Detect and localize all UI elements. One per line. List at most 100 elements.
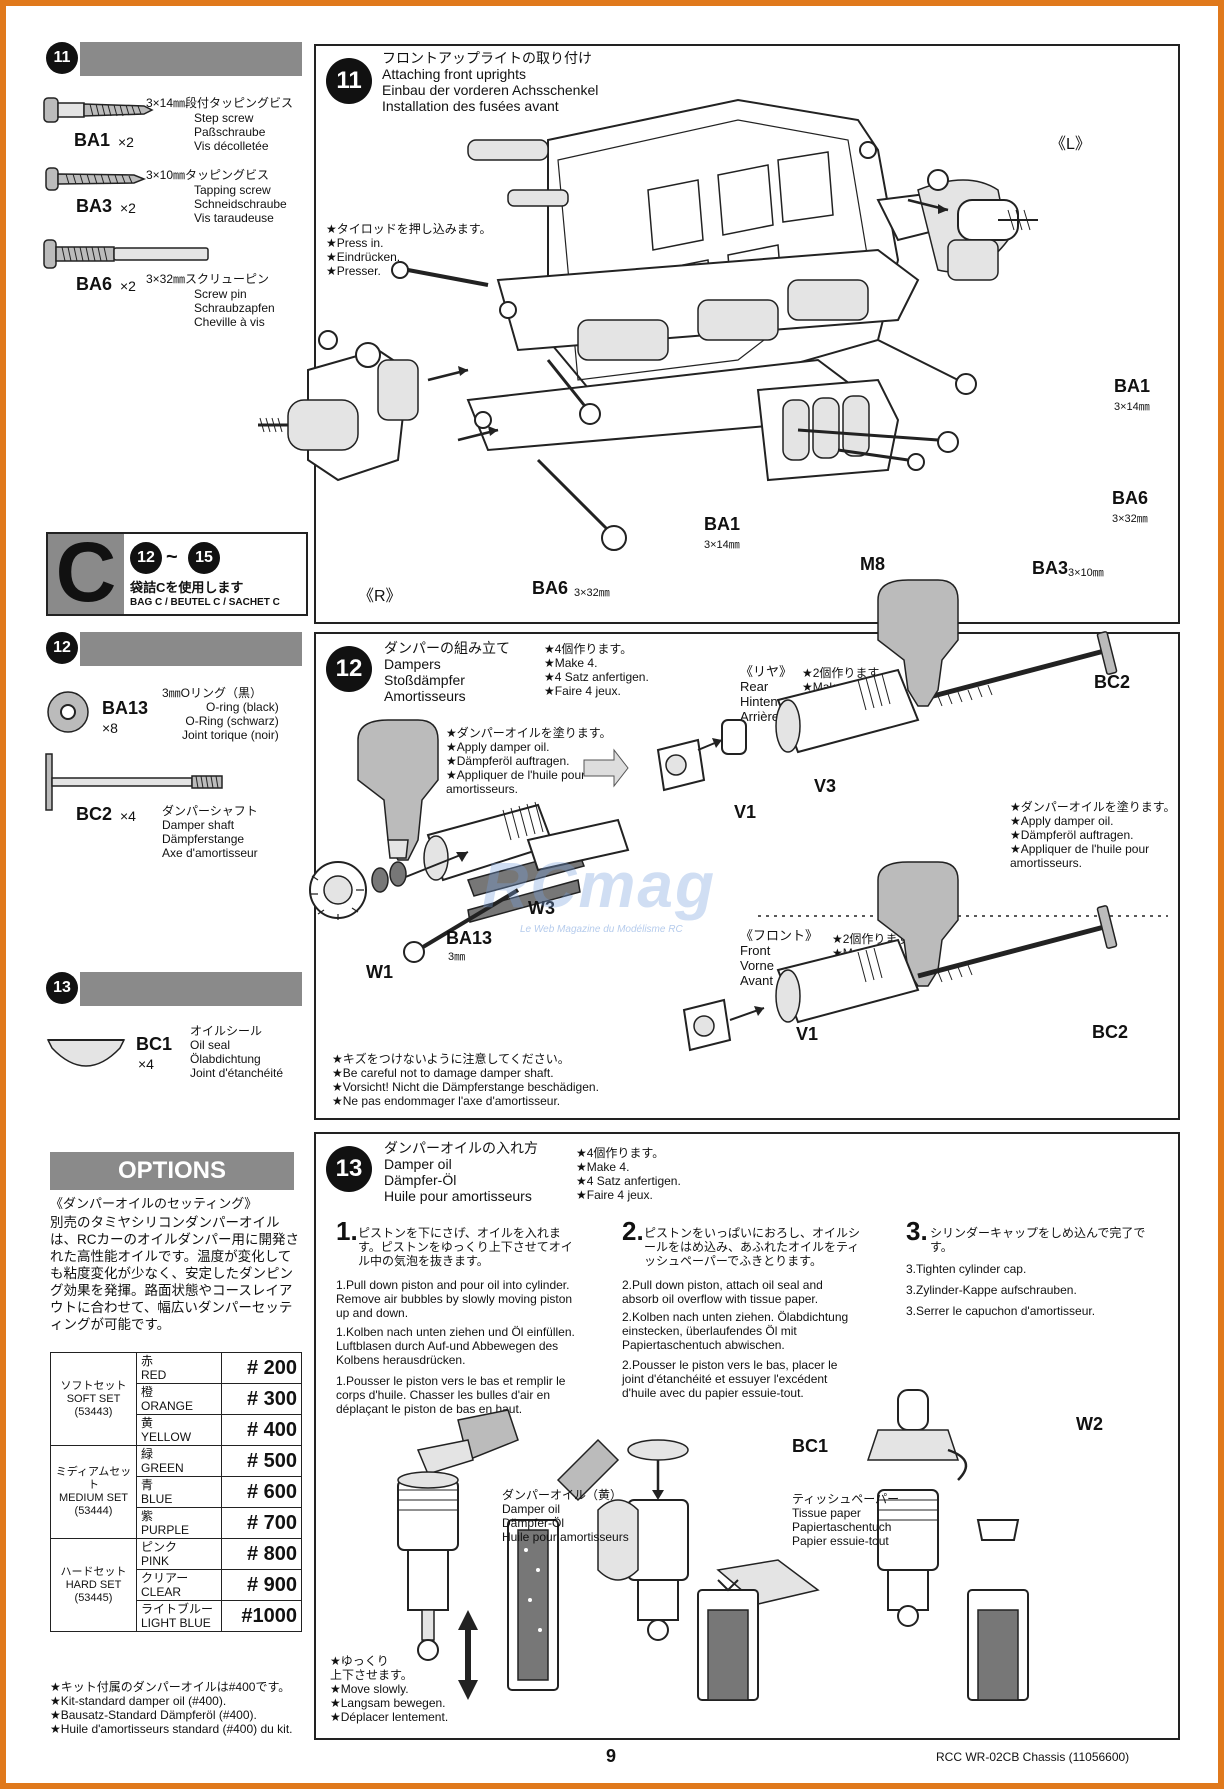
step13-slow-note: ★ゆっくり 上下させます。 ★Move slowly. ★Langsam bew… [330, 1654, 449, 1724]
damper-assembly-illustration [309, 579, 1168, 1052]
v1-rear-label: V1 [734, 802, 757, 822]
step12-front-label: 《フロント》 Front Vorne Avant [740, 928, 819, 988]
oil-color: クリアー CLEAR [136, 1569, 222, 1601]
ba13-spec: 3㎜Oリング（黒） [162, 686, 263, 700]
ba1-label-center: BA1 [704, 514, 741, 534]
ba6-size-left: 3×32㎜ [574, 587, 610, 599]
step12-rear-label: 《リヤ》 Rear Hinten Arrière [740, 664, 793, 724]
bag-c-from-badge: 12 [130, 542, 162, 574]
ba1-size-center: 3×14㎜ [704, 539, 740, 551]
step13-substep2-num: 2. [622, 1216, 644, 1246]
left-step13-bar [80, 972, 302, 1006]
oil-color: 赤 RED [136, 1352, 222, 1384]
step12-oil-note-2: ★ダンパーオイルを塗ります。 ★Apply damper oil. ★Dämpf… [1010, 800, 1176, 870]
step13-substep3-en: 3.Tighten cylinder cap. [906, 1262, 1027, 1276]
ba3-spec: 3×10㎜タッピングビス [146, 168, 270, 182]
bag-c-tilde: ~ [166, 546, 178, 568]
bag-c-letter-box [48, 534, 124, 614]
oil-color: ライトブルー LIGHT BLUE [136, 1600, 222, 1632]
bag-c-to-badge: 15 [188, 542, 220, 574]
step13-w2-label: W2 [1076, 1414, 1103, 1434]
step13-substep3-jp: シリンダーキャップをしめ込んで完了です。 [930, 1226, 1146, 1254]
bc2-desc: Damper shaft Dämpferstange Axe d'amortis… [162, 818, 258, 860]
bag-c-letter: C [55, 525, 117, 619]
oil-number: # 800 [221, 1538, 302, 1570]
o-ring-icon [47, 691, 89, 733]
oil-number: # 900 [221, 1569, 302, 1601]
ba6-code: BA6 [76, 274, 113, 294]
oil-seal-icon [46, 1039, 126, 1067]
oil-color: ピンク PINK [136, 1538, 222, 1570]
ba13-code: BA13 [102, 698, 149, 718]
oil-number: # 600 [221, 1476, 302, 1508]
oil-number: # 300 [221, 1383, 302, 1415]
rcmag-watermark-sub: Le Web Magazine du Modélisme RC [520, 924, 683, 935]
ba1-code: BA1 [74, 130, 111, 150]
ba6-spec: 3×32㎜スクリューピン [146, 272, 270, 286]
ba13-qty: ×8 [102, 720, 118, 736]
table-row: ハードセット HARD SET (53445) ピンク PINK # 800 [50, 1538, 302, 1632]
oil-color: 黄 YELLOW [136, 1414, 222, 1446]
step11-press-note: ★タイロッドを押し込みます。 ★Press in. ★Eindrücken. ★… [326, 222, 492, 278]
bc1-desc: Oil seal Ölabdichtung Joint d'étanchéité [190, 1038, 284, 1080]
step12-careful-note: ★キズをつけないように注意してください。 ★Be careful not to … [332, 1052, 599, 1108]
table-row: ミディアムセット MEDIUM SET (53444) 緑 GREEN # 50… [50, 1445, 302, 1539]
page-number: 9 [606, 1746, 617, 1766]
w3-label: W3 [528, 898, 555, 918]
table-row: 黄 YELLOW # 400 [51, 1414, 302, 1446]
table-row: ソフトセット SOFT SET (53443) 赤 RED # 200 [50, 1352, 302, 1446]
step12-oil-note-1: ★ダンパーオイルを塗ります。 ★Apply damper oil. ★Dämpf… [446, 726, 612, 796]
rcmag-watermark: RCmag [482, 849, 717, 921]
left-step11-bar [80, 42, 302, 76]
step11-upright-right-label: 《R》 [358, 588, 402, 605]
bag-c-jp: 袋詰Cを使用します [130, 580, 244, 595]
step12-make: ★4個作ります。 ★Make 4. ★4 Satz anfertigen. ★F… [544, 642, 649, 698]
ba3-screw-icon [45, 167, 147, 191]
oil-number: # 500 [221, 1445, 302, 1477]
v1-front-label: V1 [796, 1024, 819, 1044]
step13-substep1-de: 1.Kolben nach unten ziehen und Öl einfül… [336, 1325, 575, 1367]
ba3-label: BA3 [1032, 558, 1069, 578]
step11-badge: 11 [326, 58, 372, 104]
step13-substep3-num: 3. [906, 1216, 928, 1246]
ba3-qty: ×2 [120, 200, 136, 216]
step11-upright-left-label: 《L》 [1050, 136, 1091, 153]
step13-make: ★4個作ります。 ★Make 4. ★4 Satz anfertigen. ★F… [576, 1146, 681, 1202]
ba1-qty: ×2 [118, 134, 134, 150]
bc1-code: BC1 [136, 1034, 173, 1054]
damper-oil-table: ソフトセット SOFT SET (53443) 赤 RED # 200 橙 OR… [50, 1352, 302, 1632]
bc1-spec: オイルシール [190, 1024, 263, 1038]
bc2-front-label: BC2 [1092, 1022, 1129, 1042]
ba1-label-right: BA1 [1114, 376, 1151, 396]
ba13-size: 3㎜ [448, 951, 466, 963]
left-step11-badge: 11 [46, 42, 78, 74]
step12-badge: 12 [326, 646, 372, 692]
ba1-size-right: 3×14㎜ [1114, 401, 1150, 413]
table-row: 橙 ORANGE # 300 [51, 1383, 302, 1415]
set-name-hard: ハードセット HARD SET (53445) [50, 1538, 137, 1632]
m8-label: M8 [860, 554, 886, 574]
table-row: 青 BLUE # 600 [51, 1476, 302, 1508]
left-step12-badge: 12 [46, 632, 78, 664]
step13-substep2-en: 2.Pull down piston, attach oil seal and … [622, 1278, 823, 1306]
bc1-qty: ×4 [138, 1056, 154, 1072]
step13-substep1-jp: ピストンを下にさげ、オイルを入れます。ピストンをゆっくり上下させてオイル中の気泡… [358, 1226, 573, 1268]
options-heading: 《ダンパーオイルのセッティング》 [50, 1196, 258, 1211]
bc2-qty: ×4 [120, 808, 136, 824]
step13-oil-label: ダンパーオイル（黄） Damper oil Dämpfer-Öl Huile p… [502, 1488, 629, 1544]
ba1-spec: 3×14㎜段付タッピングビス [146, 96, 294, 110]
set-name-medium: ミディアムセット MEDIUM SET (53444) [50, 1445, 137, 1539]
step13-substep2-fr: 2.Pousser le piston vers le bas, placer … [622, 1358, 838, 1400]
bag-c-en: BAG C / BEUTEL C / SACHET C [130, 597, 280, 608]
step13-bc1-label: BC1 [792, 1436, 829, 1456]
options-note: ★キット付属のダンパーオイルは#400です。 ★Kit-standard dam… [50, 1680, 293, 1736]
left-step12-bar [80, 632, 302, 666]
v3-label: V3 [814, 776, 837, 796]
ba6-desc: Screw pin Schraubzapfen Cheville à vis [194, 287, 275, 329]
step13-substep2-jp: ピストンをいっぱいにおろし、オイルシールをはめ込み、あふれたオイルをティッシュペ… [644, 1226, 861, 1268]
step13-tissue-label: ティッシュペーパー Tissue paper Papiertaschentuch… [792, 1492, 900, 1548]
bc2-code: BC2 [76, 804, 113, 824]
step11-title: フロントアップライトの取り付け Attaching front uprights… [382, 50, 599, 114]
left-step13-badge: 13 [46, 972, 78, 1004]
